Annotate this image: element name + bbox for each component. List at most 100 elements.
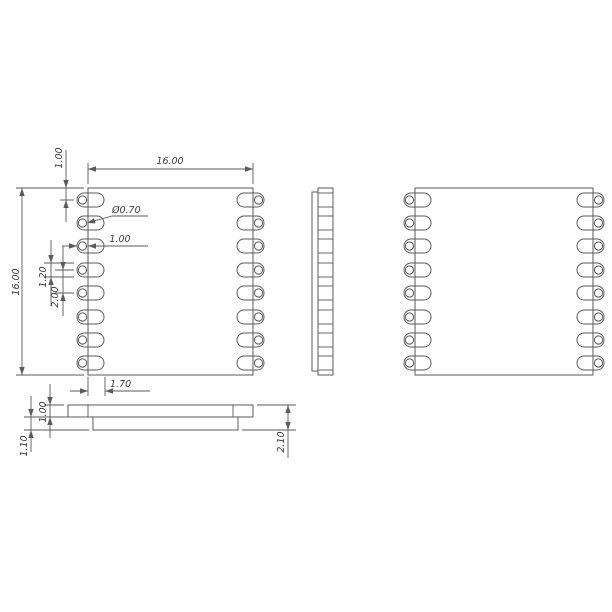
pad-tab [593,355,605,371]
pad-tab [403,238,415,254]
pad-hole [404,288,415,298]
pad-tab [593,262,605,278]
pad-tab [403,285,415,301]
pad-hole [404,312,415,322]
arrowhead [28,430,34,438]
pad-hole [77,265,88,275]
pad-inner [415,355,432,371]
pad-hole [404,241,415,251]
pad-inner [236,192,253,208]
pad-tab [403,215,415,231]
pad-inner [415,285,432,301]
arrowhead [28,409,34,417]
pad-inner [576,355,593,371]
arrowhead [88,166,96,172]
pad-hole [253,241,264,251]
pad-hole [253,335,264,345]
pad-inner [88,355,105,371]
pad-tab [593,332,605,348]
pad-inner [576,215,593,231]
arrowhead [60,293,66,301]
pad-tab [253,355,265,371]
arrowhead [69,243,77,249]
pad-hole [77,195,88,205]
dim-pad-width-label: 1.20 [38,266,49,287]
pad-hole [253,358,264,368]
pad-inner [415,192,432,208]
pad-tab [593,309,605,325]
dim-front-width-label: 16.00 [156,156,183,167]
side-view [311,187,334,376]
pad-inner [88,285,105,301]
pad-hole [253,265,264,275]
back-body [414,187,594,376]
pad-hole [593,265,604,275]
pad-hole [77,358,88,368]
pad-hole [77,241,88,251]
bottom-cover [92,416,239,431]
dim-cover-height-label: 1.10 [19,435,30,456]
pad-inner [236,285,253,301]
pad-hole [404,218,415,228]
pad-tab [253,285,265,301]
pad-tab [593,285,605,301]
arrowhead [88,243,96,249]
pad-inner [236,309,253,325]
pad-inner [236,332,253,348]
pad-tab [593,238,605,254]
pad-inner [576,285,593,301]
pad-hole [253,195,264,205]
bottom-view [67,404,254,431]
pad-hole [593,335,604,345]
pad-hole [593,312,604,322]
pad-tab [76,355,88,371]
pad-hole [77,288,88,298]
arrowhead [285,422,291,430]
pad-inner [576,238,593,254]
pad-inner [236,238,253,254]
pad-inner [576,192,593,208]
pad-hole [77,335,88,345]
pad-hole [253,218,264,228]
pad-inner [576,332,593,348]
pad-hole [404,265,415,275]
dim-total-height-label: 2.10 [276,431,287,452]
arrowhead [47,417,53,425]
pad-tab [253,238,265,254]
arrowhead [80,388,88,394]
pad-inner [88,215,105,231]
pad-tab [253,215,265,231]
pad-inner [236,215,253,231]
arrowhead [47,397,53,405]
pad-inner [88,309,105,325]
pad-inner [576,262,593,278]
pad-hole [593,241,604,251]
pad-hole [253,288,264,298]
front-body [87,187,254,376]
arrowhead [48,277,54,285]
pad-inner [576,309,593,325]
pad-tab [76,192,88,208]
pad-tab [253,332,265,348]
pad-hole [77,218,88,228]
pad-tab [253,262,265,278]
pad-inner [236,262,253,278]
dim-pad-length-label: 1.70 [110,379,131,390]
dim-pad-pitch-label: 2.00 [50,286,61,307]
arrowhead [285,405,291,413]
back-view [414,187,594,376]
dim-hole-diameter-label: Ø0.70 [111,205,141,216]
pad-inner [415,238,432,254]
arrowhead [63,200,69,208]
pad-tab [403,262,415,278]
pad-tab [76,285,88,301]
bottom-board [67,404,254,418]
pad-tab [76,215,88,231]
pad-inner [415,332,432,348]
dim-board-thickness-label: 1.00 [38,401,49,422]
pad-tab [403,332,415,348]
pad-tab [253,309,265,325]
dim-pad-first-offset-label: 1.00 [54,147,65,168]
